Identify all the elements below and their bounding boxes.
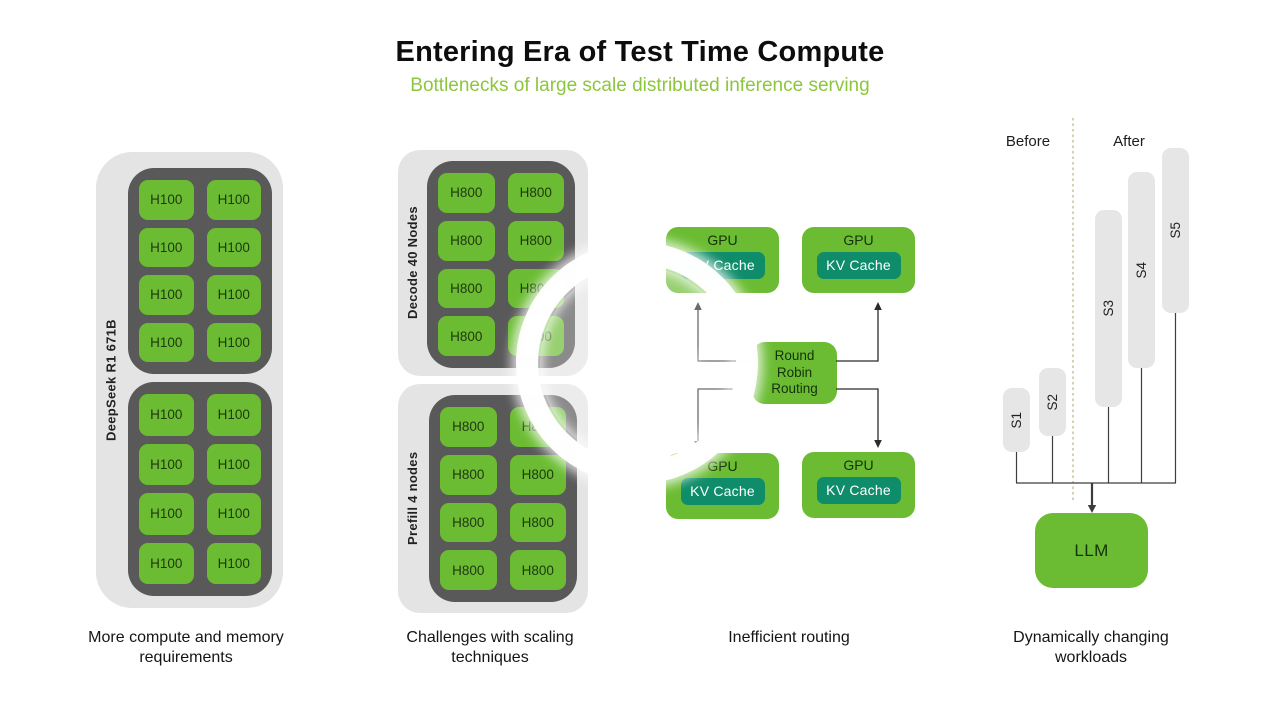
caption-compute-memory: More compute and memory requirements [88, 629, 284, 666]
deepseek-panel-label: DeepSeek R1 671B [103, 319, 119, 441]
prefill-panel-label: Prefill 4 nodes [405, 451, 420, 546]
after-label: After [1113, 133, 1145, 150]
kv-cache-box: KV Cache [680, 477, 765, 505]
play-ring-icon [516, 242, 758, 484]
gpu-chip: H100 [139, 227, 194, 267]
gpu-chip: H800 [440, 550, 497, 590]
gpu-chip: H100 [139, 443, 194, 485]
kv-cache-box: KV Cache [816, 251, 901, 279]
gpu-box: GPU KV Cache [802, 452, 915, 518]
gpu-chip: H800 [440, 502, 497, 543]
gpu-chip: H800 [440, 407, 497, 447]
gpu-chip: H100 [206, 394, 261, 436]
page-title: Entering Era of Test Time Compute [395, 36, 885, 68]
gpu-chip: H800 [507, 173, 564, 213]
gpu-chip: H100 [139, 322, 194, 362]
decode-panel-label: Decode 40 Nodes [405, 206, 420, 320]
caption-workloads: Dynamically changing workloads [1013, 629, 1169, 666]
workload-bar: S2 [1039, 368, 1066, 436]
workload-bar-label: S3 [1101, 300, 1116, 317]
caption-scaling: Challenges with scaling techniques [406, 629, 574, 666]
workload-bar: S5 [1162, 148, 1189, 313]
workload-bar: S4 [1128, 172, 1155, 368]
workload-bar: S1 [1003, 388, 1030, 452]
gpu-chip: H100 [206, 322, 261, 362]
workload-bar-label: S2 [1045, 393, 1060, 411]
round-robin-router-box: Round Robin Routing [752, 342, 837, 404]
gpu-chip: H800 [509, 502, 566, 543]
gpu-chip: H100 [206, 542, 261, 584]
before-label: Before [1005, 133, 1051, 150]
gpu-chip: H100 [139, 493, 194, 535]
gpu-box: GPU KV Cache [802, 227, 915, 293]
gpu-chip: H100 [139, 542, 194, 584]
workload-bar: S3 [1095, 210, 1122, 407]
kv-cache-box: KV Cache [816, 476, 901, 504]
gpu-label: GPU [843, 232, 874, 248]
gpu-chip: H800 [509, 454, 566, 495]
gpu-chip: H800 [438, 268, 495, 309]
page-subtitle: Bottlenecks of large scale distributed i… [410, 75, 870, 96]
workload-bar-label: S4 [1134, 261, 1149, 279]
llm-box: LLM [1035, 513, 1148, 588]
gpu-chip: H800 [438, 316, 495, 356]
workload-bar-label: S5 [1168, 222, 1183, 239]
gpu-label: GPU [843, 457, 874, 473]
gpu-chip: H800 [438, 173, 495, 213]
gpu-chip: H800 [438, 220, 495, 261]
llm-arrowhead [1087, 505, 1097, 513]
gpu-chip: H100 [206, 443, 261, 485]
gpu-chip: H100 [206, 493, 261, 535]
gpu-label: GPU [707, 232, 738, 248]
gpu-chip: H100 [206, 180, 261, 220]
workload-bar-label: S1 [1009, 411, 1024, 429]
gpu-chip: H800 [440, 454, 497, 495]
play-triangle-icon [605, 303, 697, 417]
gpu-chip: H800 [509, 550, 566, 590]
gpu-chip: H100 [139, 180, 194, 220]
gpu-chip: H100 [206, 275, 261, 315]
gpu-chip: H100 [206, 227, 261, 267]
gpu-chip: H800 [507, 220, 564, 261]
play-button[interactable] [497, 223, 777, 503]
gpu-chip: H100 [139, 275, 194, 315]
caption-routing: Inefficient routing [728, 629, 850, 646]
gpu-chip: H100 [139, 394, 194, 436]
